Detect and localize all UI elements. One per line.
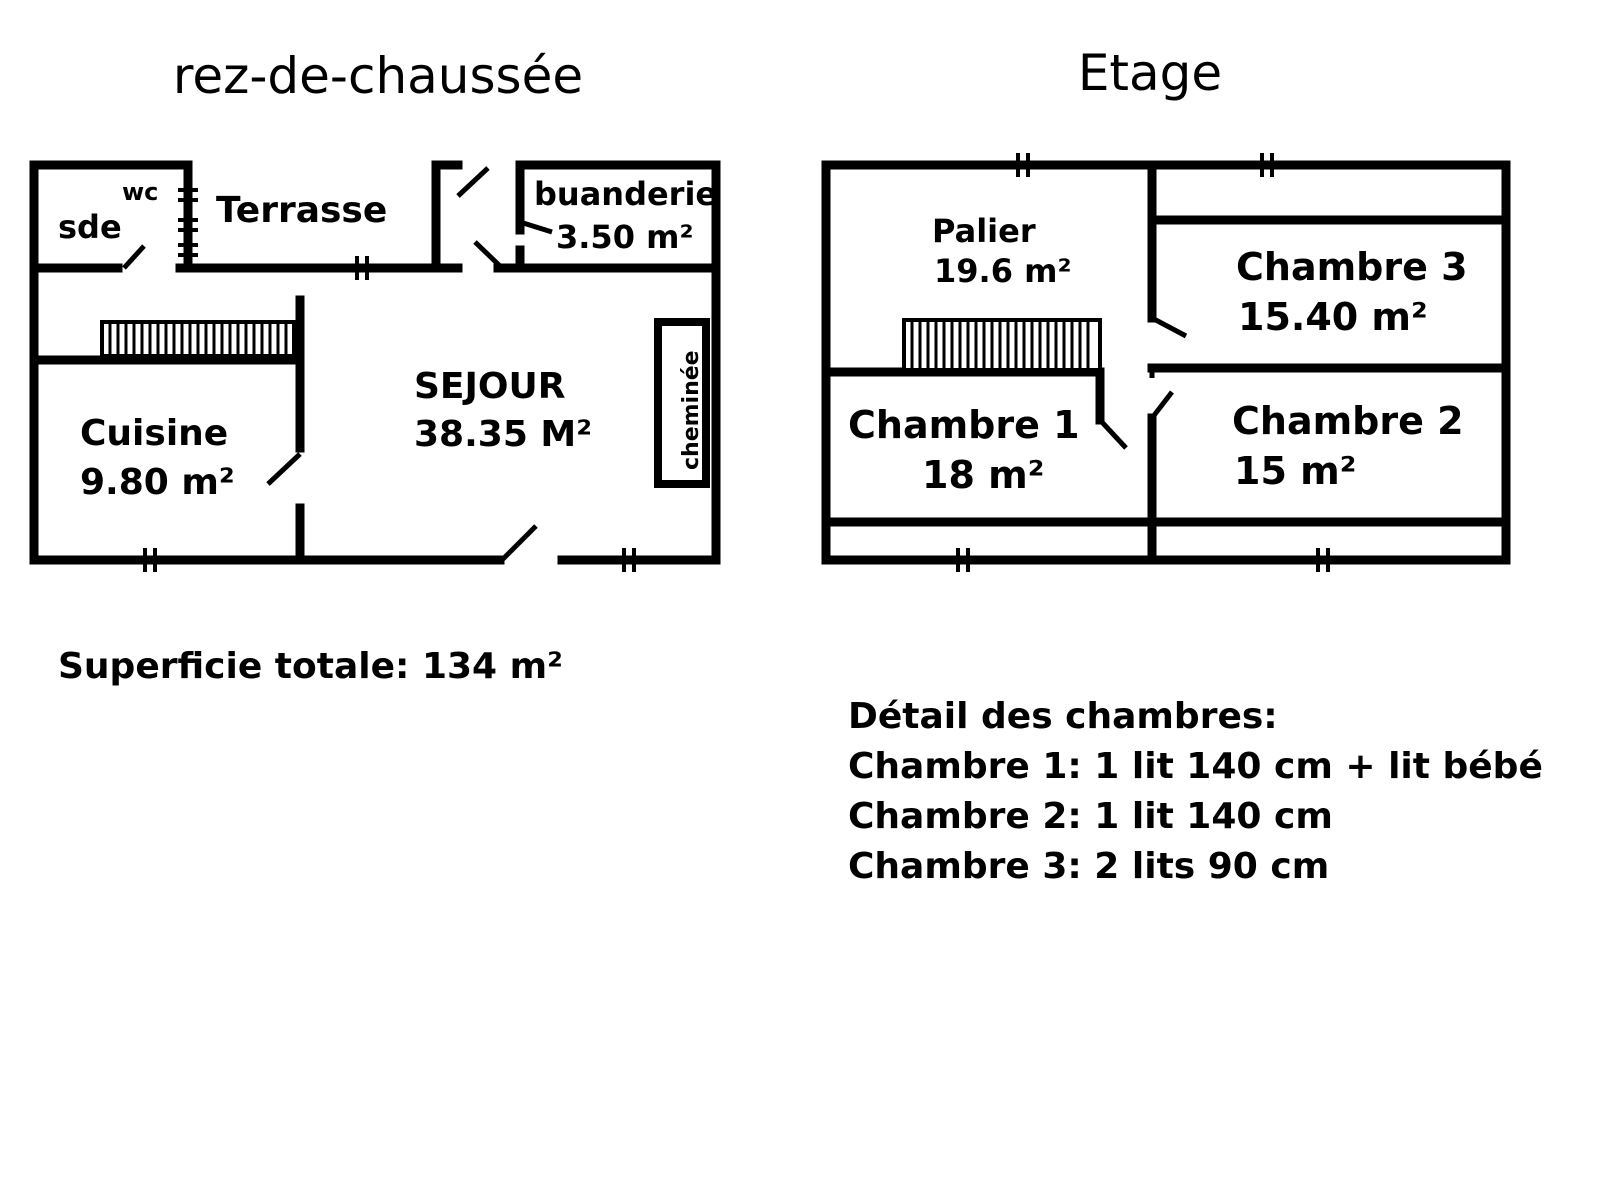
bedroom-detail-line: Chambre 3: 2 lits 90 cm: [848, 846, 1329, 887]
door-ch3: [1150, 315, 1188, 339]
bedroom-details: Détail des chambres: Chambre 1: 1 lit 14…: [848, 696, 1543, 887]
upper-floor-title: Etage: [1078, 44, 1222, 102]
uf-staircase: [902, 318, 1102, 372]
door-buanderie: [519, 219, 553, 235]
room-area-chambre3: 15.40 m²: [1238, 295, 1428, 339]
upper-floor-plan: [821, 160, 1511, 565]
door-front: [500, 524, 538, 562]
room-label-chambre2: Chambre 2: [1232, 399, 1464, 443]
window-uf-north-left: [1016, 153, 1030, 177]
door-kitchen: [266, 452, 302, 486]
window-gf-north: [355, 256, 369, 280]
room-label-terrasse: Terrasse: [216, 190, 387, 231]
room-label-chambre1: Chambre 1: [848, 403, 1080, 447]
window-gf-wc: [178, 188, 198, 257]
room-label-cuisine: Cuisine: [80, 413, 228, 454]
bedroom-detail-line: Chambre 1: 1 lit 140 cm + lit bébé: [848, 746, 1543, 787]
uf-windows: [956, 153, 1330, 572]
room-label-wc: wc: [122, 178, 158, 206]
uf-doors: [1098, 315, 1188, 450]
window-gf-south-right: [622, 548, 636, 572]
room-label-sejour: SEJOUR: [414, 366, 565, 407]
door-sde: [122, 244, 146, 270]
door-entry-bottom: [473, 240, 502, 268]
gf-windows: [143, 188, 636, 572]
room-area-sejour: 38.35 M²: [414, 414, 592, 455]
window-uf-north-right: [1260, 153, 1274, 177]
door-ch1: [1098, 418, 1128, 450]
ground-floor-plan: [29, 160, 721, 565]
room-area-cuisine: 9.80 m²: [80, 462, 235, 503]
room-area-palier: 19.6 m²: [934, 252, 1071, 290]
door-ch2: [1150, 390, 1174, 420]
bedroom-detail-line: Chambre 2: 1 lit 140 cm: [848, 796, 1333, 837]
window-gf-south-left: [143, 548, 157, 572]
uf-outer-walls: [821, 160, 1511, 565]
window-uf-south-left: [956, 548, 970, 572]
total-area: Superficie totale: 134 m²: [58, 646, 563, 687]
room-label-buanderie: buanderie: [534, 175, 717, 213]
label-cheminee: cheminée: [679, 350, 704, 470]
room-area-chambre1: 18 m²: [922, 453, 1044, 497]
room-area-chambre2: 15 m²: [1234, 449, 1356, 493]
bedroom-details-heading: Détail des chambres:: [848, 696, 1278, 737]
gf-doors: [122, 166, 553, 562]
room-area-buanderie: 3.50 m²: [556, 218, 693, 256]
fireplace-box: [654, 318, 710, 488]
room-label-palier: Palier: [932, 212, 1036, 250]
room-label-sde: sde: [58, 208, 122, 246]
room-label-chambre3: Chambre 3: [1236, 245, 1468, 289]
gf-staircase: [100, 320, 296, 358]
window-uf-south-right: [1316, 548, 1330, 572]
ground-floor-title: rez-de-chaussée: [173, 47, 583, 105]
door-entry-top: [456, 166, 490, 198]
